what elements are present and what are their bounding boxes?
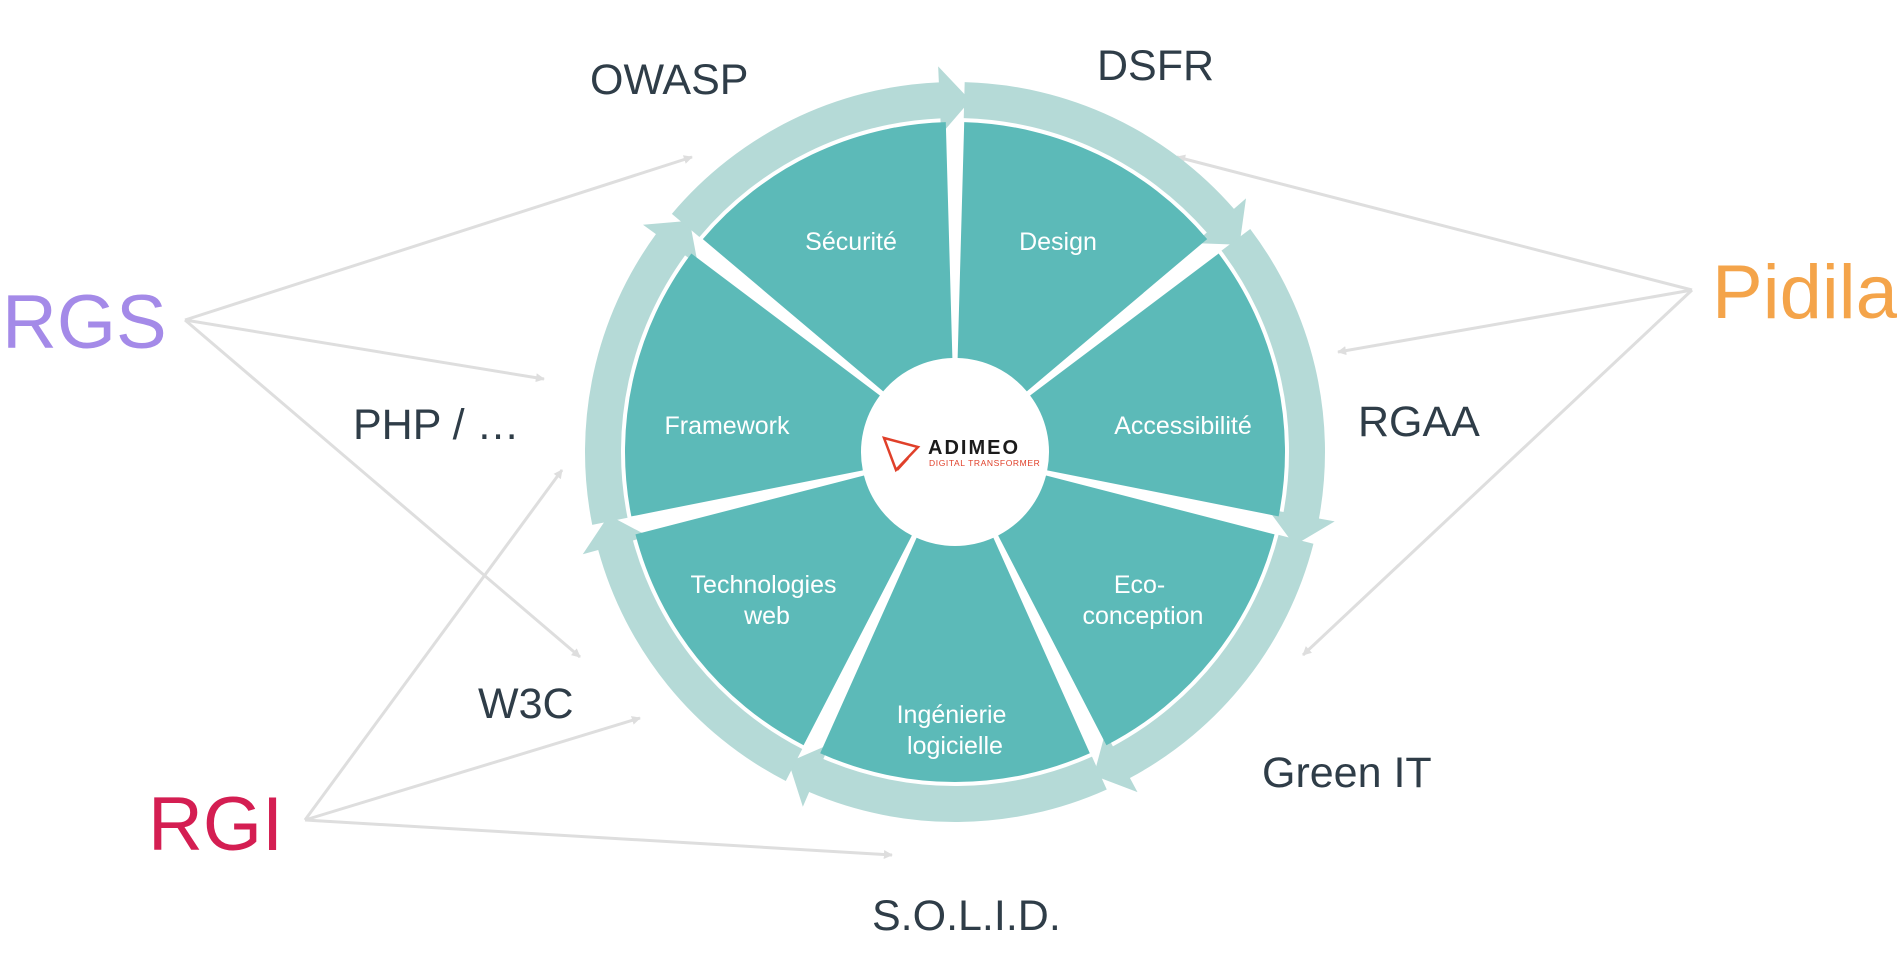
cycle-ring: [582, 66, 1335, 822]
segment-label-technologies-web: Technologies web: [691, 571, 844, 630]
segment-design: [1030, 253, 1285, 517]
connector-rgi-solid: [304, 818, 893, 860]
segment-label-design: Design: [1019, 228, 1097, 256]
framework-rgi: RGI: [148, 782, 283, 867]
connector-rgs-owasp: [184, 155, 693, 322]
segment-labels: Sécurité Design Accessibilité Eco- conce…: [664, 228, 1251, 760]
standard-dsfr: DSFR: [1097, 42, 1214, 90]
segment-label-securite: Sécurité: [805, 228, 897, 256]
connector-rgs-web: [184, 318, 581, 659]
standards-labels: OWASP DSFR RGAA Green IT S.O.L.I.D. W3C …: [353, 42, 1480, 940]
segment-label-accessibilite: Accessibilité: [1114, 412, 1252, 440]
standard-w3c: W3C: [478, 680, 574, 728]
framework-labels: RGS Pidila RGI: [2, 250, 1897, 867]
ring-arrow-ingenierie-logicielle: [582, 515, 803, 782]
segment-label-eco-conception: Eco- conception: [1083, 571, 1204, 630]
connectors: [184, 154, 1694, 860]
logo-wordmark: ADIMEO: [928, 437, 1020, 459]
center-logo: ADIMEO DIGITAL TRANSFORMER: [867, 364, 1043, 540]
adimeo-logo-icon: [881, 436, 921, 473]
segment-ingenierie-logicielle: [635, 475, 912, 746]
ring-arrow-framework: [671, 66, 971, 237]
standard-rgaa: RGAA: [1358, 398, 1480, 446]
framework-rgs: RGS: [2, 280, 167, 365]
ring-arrow-accessibilite: [1093, 534, 1314, 793]
segment-eco-conception: [820, 537, 1090, 782]
connector-rgs-php: [184, 318, 545, 383]
standard-owasp: OWASP: [590, 56, 748, 104]
standard-green-it: Green IT: [1262, 749, 1432, 797]
segment-wheel: [624, 122, 1285, 782]
connector-rgi-php: [303, 469, 564, 821]
segment-label-ingenierie-logicielle: Ingénierie logicielle: [897, 701, 1014, 760]
connector-pidila-rgaa: [1337, 288, 1693, 356]
ring-arrow-securite: [963, 82, 1247, 245]
segment-securite: [957, 122, 1208, 392]
framework-pidila: Pidila: [1712, 250, 1897, 335]
ring-arrow-technologies-web: [585, 220, 698, 525]
segment-framework: [702, 122, 953, 392]
connector-pidila-greenit: [1301, 288, 1694, 657]
connector-rgi-w3c: [304, 716, 641, 822]
logo-tagline: DIGITAL TRANSFORMER: [929, 458, 1040, 468]
logo-disc: [867, 364, 1043, 540]
standard-php: PHP / …: [353, 401, 519, 449]
segment-label-framework: Framework: [664, 412, 790, 440]
segment-accessibilite: [998, 475, 1275, 746]
standard-solid: S.O.L.I.D.: [872, 892, 1061, 940]
connector-pidila-dsfr: [1176, 154, 1693, 292]
segment-technologies-web: [624, 253, 880, 517]
ring-arrow-eco-conception: [788, 744, 1107, 822]
ring-arrow-design: [1221, 228, 1335, 546]
